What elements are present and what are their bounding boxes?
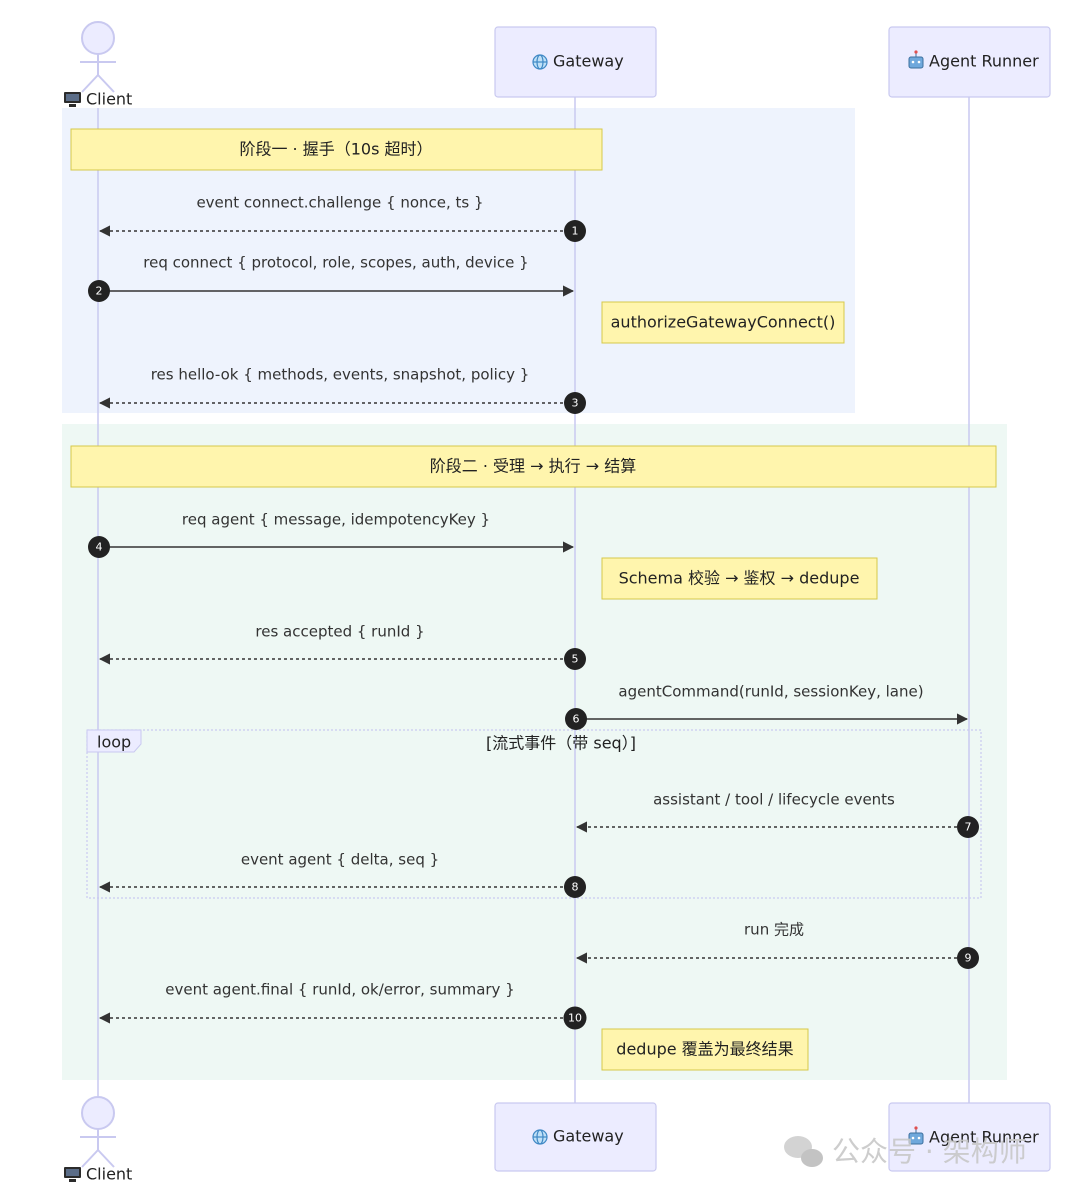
globe-icon [532,1129,548,1145]
message-5-label: res accepted { runId } [255,623,424,641]
message-2: req connect { protocol, role, scopes, au… [88,254,575,302]
runner-label-bottom: Agent Runner [929,1128,1039,1147]
message-9-label: run 完成 [744,921,804,939]
message-4-label: req agent { message, idempotencyKey } [182,511,490,529]
loop-tag: loop [97,733,131,752]
message-1-label: event connect.challenge { nonce, ts } [196,194,483,212]
loop-frame: loop [流式事件（带 seq）] [86,729,982,899]
gateway-actor-bottom: Gateway [494,1102,657,1172]
message-10: event agent.final { runId, ok/error, sum… [98,981,587,1030]
message-3-label: res hello-ok { methods, events, snapshot… [151,366,530,384]
globe-icon [532,54,548,70]
stick-figure-icon [80,21,116,93]
runner-actor-bottom: Agent Runner [888,1102,1051,1172]
watermark: 公众号 · 架构师 [784,1135,1027,1168]
note-2-text: Schema 校验 → 鉴权 → dedupe [619,569,860,588]
message-7-number: 7 [965,821,972,834]
gateway-actor-top: Gateway [494,26,657,98]
phase-1-header: 阶段一 · 握手（10s 超时） [70,128,603,171]
client-label-bottom: Client [86,1165,132,1184]
phase-2-header: 阶段二 · 受理 → 执行 → 结算 [70,445,997,488]
note-1-text: authorizeGatewayConnect() [611,313,836,332]
message-6-label: agentCommand(runId, sessionKey, lane) [618,683,923,701]
client-actor-top: Client [64,21,132,109]
message-9-number: 9 [965,952,972,965]
monitor-icon [64,1167,81,1182]
robot-icon [908,50,924,69]
wechat-icon [784,1136,823,1167]
message-9: run 完成 9 [575,921,979,969]
note-3-text: dedupe 覆盖为最终结果 [616,1040,793,1059]
note-2: Schema 校验 → 鉴权 → dedupe [601,557,878,600]
note-3: dedupe 覆盖为最终结果 [601,1028,809,1071]
robot-icon [908,1126,924,1145]
message-10-number: 10 [568,1012,582,1025]
phase-2-title: 阶段二 · 受理 → 执行 → 结算 [430,457,636,476]
runner-label-top: Agent Runner [929,52,1039,71]
message-7: assistant / tool / lifecycle events 7 [575,791,979,838]
message-5: res accepted { runId } 5 [98,623,586,670]
message-2-number: 2 [96,285,103,298]
watermark-text: 公众号 · 架构师 [832,1135,1027,1168]
message-1: event connect.challenge { nonce, ts } 1 [98,194,586,242]
client-actor-bottom: Client [64,1096,132,1184]
message-8-number: 8 [572,881,579,894]
message-2-label: req connect { protocol, role, scopes, au… [143,254,528,272]
message-5-number: 5 [572,653,579,666]
message-10-label: event agent.final { runId, ok/error, sum… [165,981,515,999]
message-6-number: 6 [573,713,580,726]
note-1: authorizeGatewayConnect() [601,301,845,344]
message-4-number: 4 [96,541,103,554]
loop-condition: [流式事件（带 seq）] [486,734,636,753]
message-3: res hello-ok { methods, events, snapshot… [98,366,586,414]
message-4: req agent { message, idempotencyKey } 4 [88,511,575,558]
phase-2-background [62,424,1007,1080]
gateway-label-top: Gateway [553,52,624,71]
stick-figure-icon [80,1096,116,1168]
message-7-label: assistant / tool / lifecycle events [653,791,895,809]
gateway-label-bottom: Gateway [553,1127,624,1146]
monitor-icon [64,92,81,107]
message-6: agentCommand(runId, sessionKey, lane) 6 [565,683,969,730]
message-1-number: 1 [572,225,579,238]
message-3-number: 3 [572,397,579,410]
client-label-top: Client [86,90,132,109]
message-8: event agent { delta, seq } 8 [98,851,586,898]
phase-1-title: 阶段一 · 握手（10s 超时） [239,140,432,159]
message-8-label: event agent { delta, seq } [241,851,439,869]
runner-actor-top: Agent Runner [888,26,1051,98]
